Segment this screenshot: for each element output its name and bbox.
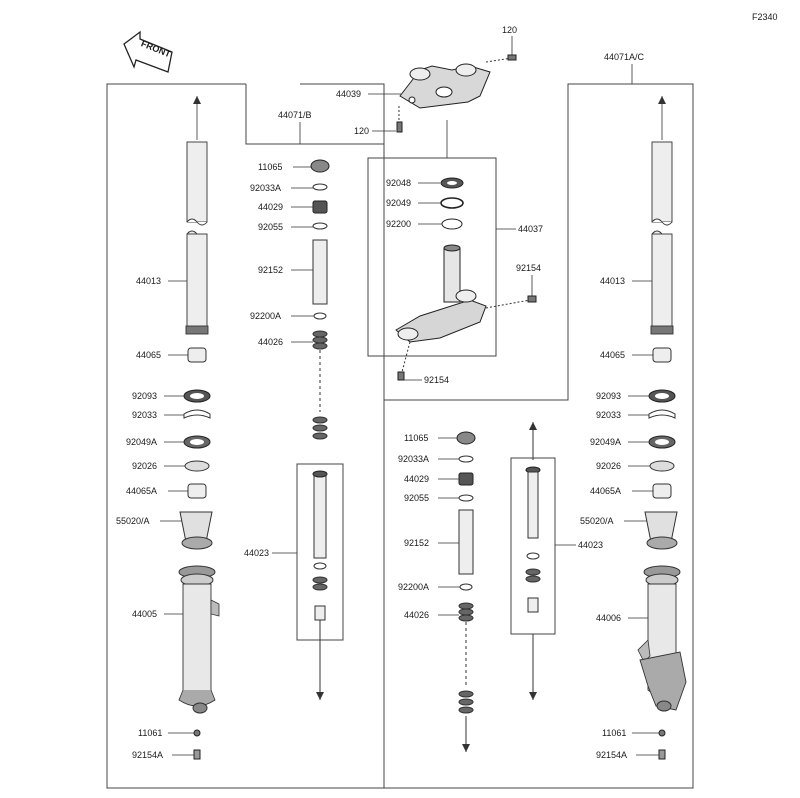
right-label-44013: 44013	[600, 276, 625, 286]
right-label-44065: 44065	[600, 350, 625, 360]
left-inner-group-label: 44023	[244, 548, 269, 558]
left-damper-parts	[310, 159, 330, 700]
steering-labels: 92048 92049 92200 92154 92154	[386, 178, 541, 385]
left-label-92033a: 92033A	[250, 183, 281, 193]
left-label-92026: 92026	[132, 461, 157, 471]
left-label-44065: 44065	[136, 350, 161, 360]
right-label-92200a: 92200A	[398, 582, 429, 592]
label-44039: 44039	[336, 89, 361, 99]
right-label-11061: 11061	[602, 728, 626, 738]
right-label-11065: 11065	[404, 433, 428, 443]
right-label-92026: 92026	[596, 461, 621, 471]
right-label-44006: 44006	[596, 613, 621, 623]
right-damper-parts	[456, 422, 541, 752]
upper-triple-clamp	[396, 54, 517, 133]
left-fork-tube	[185, 96, 209, 335]
front-arrow-icon: FRONT	[123, 30, 173, 73]
left-part-labels: 11065 92033A 44029 92055 92152 92200A 44…	[116, 162, 314, 760]
left-label-44013: 44013	[136, 276, 161, 286]
left-label-11061: 11061	[138, 728, 162, 738]
label-44037: 44037	[518, 224, 543, 234]
right-seal-parts	[644, 347, 678, 760]
left-label-92033: 92033	[132, 410, 157, 420]
left-label-55020a: 55020/A	[116, 516, 150, 526]
left-label-92049a: 92049A	[126, 437, 157, 447]
steering-stem-parts	[395, 177, 537, 381]
left-label-44005: 44005	[132, 609, 157, 619]
left-label-92055: 92055	[258, 222, 283, 232]
right-label-44029: 44029	[404, 474, 429, 484]
label-92048: 92048	[386, 178, 411, 188]
left-label-92093: 92093	[132, 391, 157, 401]
left-label-92154a: 92154A	[132, 750, 163, 760]
left-group-label: 44071/B	[278, 110, 312, 120]
right-group-label: 44071A/C	[604, 52, 645, 62]
right-outer-tube	[637, 565, 687, 712]
right-group-frame	[383, 83, 694, 789]
left-group-frame	[106, 83, 385, 789]
label-120-left: 120	[354, 126, 369, 136]
left-label-92152: 92152	[258, 265, 283, 275]
label-92049: 92049	[386, 198, 411, 208]
right-label-92154a: 92154A	[596, 750, 627, 760]
right-label-92049a: 92049A	[590, 437, 621, 447]
right-label-92033a: 92033A	[398, 454, 429, 464]
right-label-92152: 92152	[404, 538, 429, 548]
right-label-44065a: 44065A	[590, 486, 621, 496]
right-label-92055: 92055	[404, 493, 429, 503]
left-label-11065: 11065	[258, 162, 282, 172]
figure-code: F2340	[752, 12, 778, 22]
left-label-44029: 44029	[258, 202, 283, 212]
right-inner-group-label: 44023	[578, 540, 603, 550]
label-92200: 92200	[386, 219, 411, 229]
label-92154-right: 92154	[516, 263, 541, 273]
right-label-55020a: 55020/A	[580, 516, 614, 526]
left-label-92200a: 92200A	[250, 311, 281, 321]
left-label-44026: 44026	[258, 337, 283, 347]
right-label-92093: 92093	[596, 391, 621, 401]
right-part-labels: 11065 92033A 44029 92055 92152 92200A 44…	[398, 276, 659, 760]
right-label-92033: 92033	[596, 410, 621, 420]
right-fork-tube	[650, 96, 674, 335]
right-label-44026: 44026	[404, 610, 429, 620]
left-outer-tube	[178, 565, 220, 714]
left-label-44065a: 44065A	[126, 486, 157, 496]
left-seal-parts	[179, 347, 213, 760]
steering-stem-group-frame	[367, 157, 497, 357]
label-92154-bottom: 92154	[424, 375, 449, 385]
label-120-top: 120	[502, 25, 517, 35]
